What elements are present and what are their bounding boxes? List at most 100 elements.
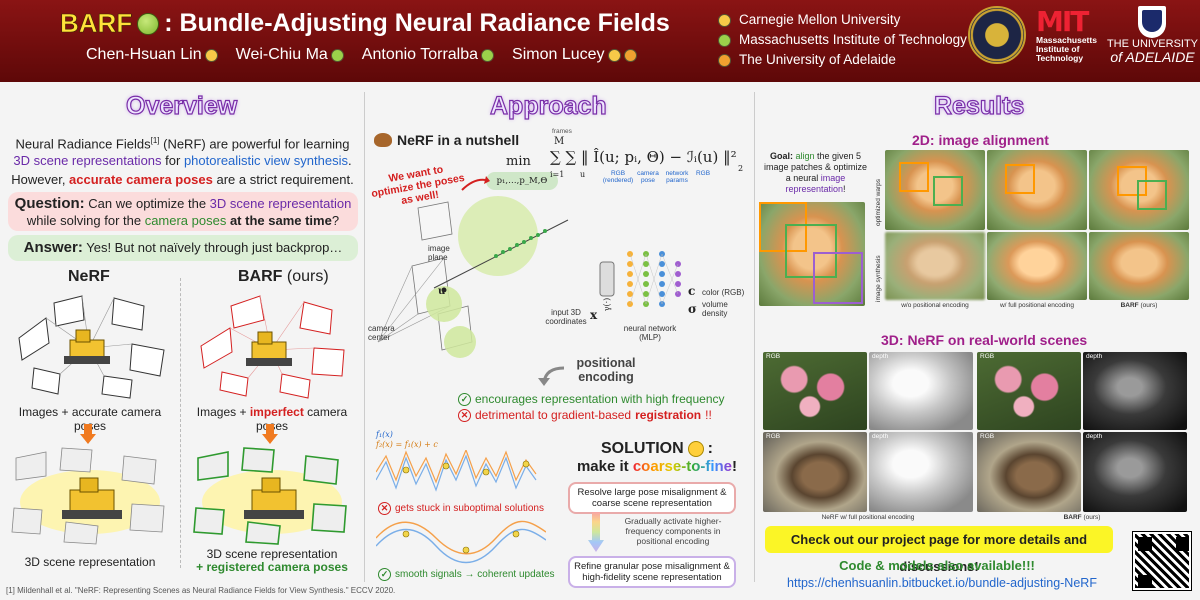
depth-tag: depth: [1086, 353, 1103, 360]
nutshell-heading: NeRF in a nutshell: [374, 132, 519, 148]
activation-note: Gradually activate higher-frequency comp…: [624, 516, 722, 546]
approach-column: Approach NeRF in a nutshell frames M min…: [368, 88, 752, 594]
goal-text: the given 5 image patches & optimize a n…: [763, 151, 868, 183]
solution-text: !: [732, 458, 738, 475]
cross-icon: ✕: [378, 502, 391, 515]
nutshell-label: NeRF in a nutshell: [397, 132, 520, 148]
overview-title: Overview: [125, 91, 238, 120]
goal-label: Goal:: [769, 151, 793, 161]
orchid-depth-barf: depth: [1083, 352, 1187, 430]
benefit-text: encourages representation with high freq…: [475, 392, 725, 406]
barf-result-figure: [193, 447, 347, 545]
input-coords-label: input 3D coordinates: [545, 308, 587, 326]
sick-face-icon: [137, 12, 160, 35]
depth-tag: depth: [872, 353, 889, 360]
mlp-network: [627, 251, 681, 307]
solution-text: make it: [576, 458, 633, 475]
camera-frame: [53, 295, 85, 327]
camera-frame: [18, 317, 50, 361]
question-bold: at the same time: [226, 213, 332, 228]
affiliation-label: Massachusetts Institute of Technology: [739, 32, 967, 47]
barf-input-caption: Images + imperfect camera poses: [184, 405, 360, 433]
frames-label: frames: [552, 128, 572, 135]
formula-label-rgb: RGB: [695, 170, 711, 177]
question-highlight: camera poses: [144, 213, 227, 228]
caption-barf: BARF (ours): [1089, 302, 1189, 309]
camera-frame: [101, 375, 133, 399]
row-label-synthesis: image synthesis: [875, 255, 882, 302]
mit-logo-line: Technology: [1036, 52, 1084, 63]
solution-heading: SOLUTION:: [564, 440, 750, 458]
footnote: [1] Mildenhall et al. "NeRF: Representin…: [6, 586, 396, 595]
coarse-stage-box: Resolve large pose misalignment & coarse…: [568, 482, 736, 514]
intro-text: for: [161, 153, 184, 169]
formula-label-camera-pose: camera pose: [637, 170, 659, 184]
pixel-u-label: u: [438, 286, 446, 297]
rgb-tag: RGB: [980, 433, 995, 440]
highlight-3d-scene: 3D scene representations: [13, 153, 162, 169]
answer-text: Yes! But not naïvely through just backpr…: [82, 240, 343, 255]
trex-depth-barf: depth: [1083, 432, 1187, 512]
trex-depth-nerf: depth: [869, 432, 973, 512]
mlp-label: neural network (MLP): [623, 324, 677, 342]
cmu-face-icon: [607, 48, 621, 62]
trex-rgb-nerf: RGB: [763, 432, 867, 512]
adelaide-logo: THE UNIVERSITY of ADELAIDE: [1107, 6, 1198, 64]
author-name: Wei-Chiu Ma: [235, 46, 328, 63]
f2-label: f₂(x) = f₁(x) + c: [376, 440, 438, 449]
f1-label: f₁(x): [376, 430, 393, 439]
qr-code-icon[interactable]: [1132, 531, 1192, 591]
patch-box: [899, 162, 929, 192]
goal-text: !: [843, 184, 846, 194]
row-label-warps: optimized warps: [875, 179, 882, 226]
camera-frame: [200, 327, 233, 369]
question-text: Can we optimize the: [84, 196, 210, 211]
bulldozer-icon: [64, 329, 110, 364]
mit-face-icon: [330, 48, 344, 62]
drawback-highlight: registration: [635, 408, 702, 422]
stuck-text: gets stuck in suboptimal solutions: [395, 503, 544, 514]
affiliation-adelaide: The University of Adelaide: [718, 50, 967, 70]
scene-sphere: [458, 196, 538, 276]
patch-box: [1005, 164, 1035, 194]
bulldozer-icon: [244, 477, 304, 519]
stuck-line: ✕ gets stuck in suboptimal solutions: [378, 502, 544, 515]
project-page-banner[interactable]: Check out our project page for more deta…: [765, 526, 1113, 574]
poster-title: BARF : Bundle-Adjusting Neural Radiance …: [60, 8, 670, 39]
camera-frame: [279, 373, 311, 399]
adelaide-crest-icon: [1138, 6, 1167, 38]
header-banner: BARF : Bundle-Adjusting Neural Radiance …: [0, 0, 1200, 82]
caption-text: Images +: [196, 405, 250, 419]
rgb-tag: RGB: [766, 433, 781, 440]
smooth-signal-plot: [376, 520, 546, 563]
mit-logo-line: Massachusetts: [1036, 34, 1097, 45]
author-4: Simon Lucey: [512, 46, 637, 64]
gamma-label: γ(·): [602, 297, 612, 312]
drawback-text: detrimental to gradient-based: [475, 408, 632, 422]
down-arrow-icon: [80, 424, 96, 444]
approach-title: Approach: [489, 91, 607, 120]
formula-body: ∑ ∑ ‖ Î(u; pᵢ, Θ) − ℐᵢ(u) ‖²: [550, 148, 737, 166]
answer-box: Answer: Yes! But not naïvely through jus…: [8, 235, 358, 261]
synth-barf-image: [1089, 232, 1189, 300]
cmu-face-icon: [204, 48, 218, 62]
camera-center-label: camera center: [368, 324, 395, 342]
goal-highlight: align: [792, 151, 815, 161]
goal-highlight: image representation: [785, 173, 846, 194]
image-alignment-title: 2D: image alignment: [912, 132, 1049, 148]
author-name: Simon Lucey: [512, 46, 605, 63]
red-arrow-icon: [461, 176, 490, 191]
project-url-link[interactable]: https://chenhsuanlin.bitbucket.io/bundle…: [787, 576, 1097, 590]
question-text: while solving for the: [26, 213, 145, 228]
title-rest: : Bundle-Adjusting Neural Radiance Field…: [164, 9, 670, 37]
intro-text: Neural Radiance Fields: [15, 136, 151, 152]
caption-highlight: imperfect: [249, 405, 304, 419]
logo-row: MIT Massachusetts Institute of Technolog…: [968, 6, 1198, 64]
camera-frame: [311, 347, 345, 377]
smooth-line: ✓smooth signals → coherent updates: [378, 568, 555, 581]
x-label: x: [590, 308, 598, 322]
warp-barf-image: [1089, 150, 1189, 230]
adelaide-logo-line: THE UNIVERSITY: [1106, 38, 1199, 50]
color-rgb-label: color (RGB): [702, 288, 745, 297]
solution-subtitle: make it coarse-to-fine!: [564, 458, 750, 475]
